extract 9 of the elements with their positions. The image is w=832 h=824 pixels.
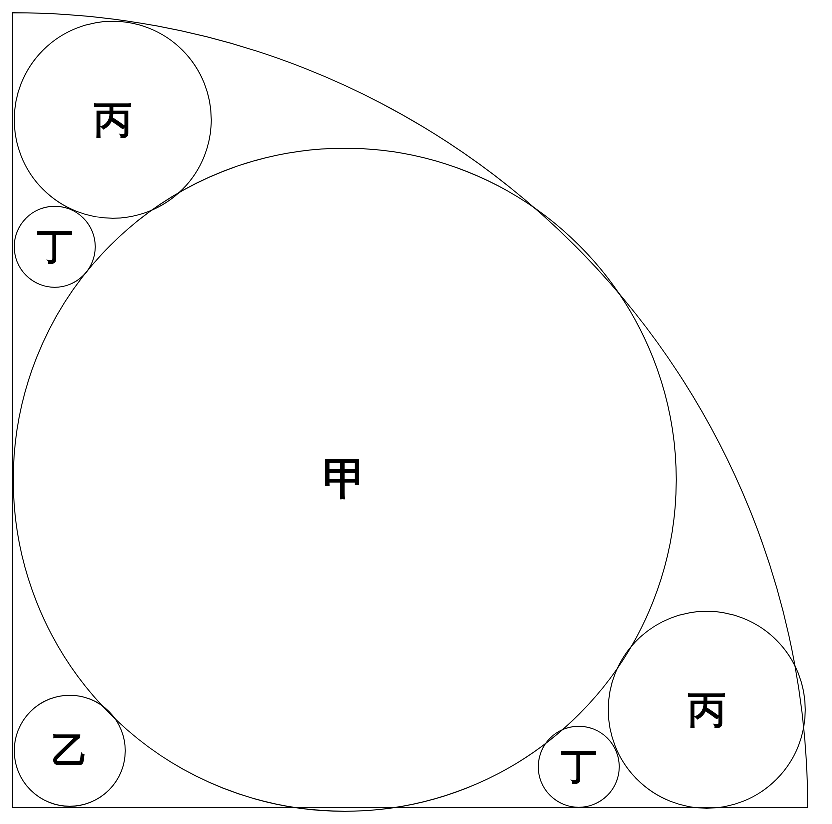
circle xyxy=(14,21,212,219)
circle xyxy=(13,148,677,812)
circle-label: 丙 xyxy=(94,101,132,139)
circle-label: 甲 xyxy=(323,458,367,502)
circle-label: 丁 xyxy=(37,229,73,265)
circle-label: 丁 xyxy=(561,749,597,785)
circle-label: 乙 xyxy=(52,733,88,769)
circle xyxy=(608,611,806,809)
circle-label: 丙 xyxy=(688,691,726,729)
